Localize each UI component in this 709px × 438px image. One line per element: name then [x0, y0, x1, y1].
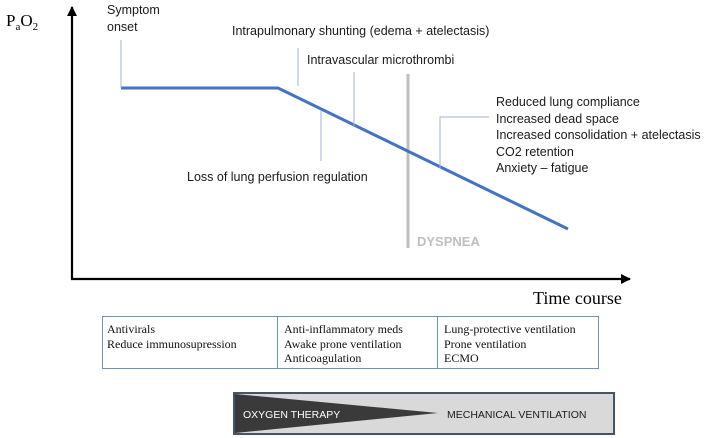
mechanical-ventilation-label: MECHANICAL VENTILATION: [447, 409, 586, 421]
treatment-item: Reduce immunosupression: [107, 336, 237, 351]
symptom-onset-label-1: Symptom: [107, 3, 160, 17]
symptom-onset-label-2: onset: [107, 20, 138, 34]
treatment-item: Prone ventilation: [444, 336, 527, 351]
x-axis-label: Time course: [533, 288, 622, 308]
therapy-bar-wedge: [235, 394, 438, 433]
treatment-item: ECMO: [444, 351, 479, 365]
oxygen-therapy-label: OXYGEN THERAPY: [243, 409, 340, 421]
late-effect-4: CO2 retention: [496, 145, 574, 159]
treatment-item: Lung-protective ventilation: [444, 322, 576, 336]
treatment-box-late: Lung-protective ventilation Prone ventil…: [437, 316, 599, 369]
late-effect-2: Increased dead space: [496, 112, 619, 126]
microthrombi-label: Intravascular microthrombi: [307, 53, 454, 67]
late-effects-pointer: [439, 116, 489, 168]
late-effect-3: Increased consolidation + atelectasis: [496, 128, 701, 142]
treatment-box-early: Antivirals Reduce immunosupression: [102, 316, 278, 369]
treatment-item: Anticoagulation: [284, 351, 362, 365]
treatment-item: Awake prone ventilation: [284, 336, 402, 351]
y-axis-label: PaO2: [6, 11, 38, 33]
pao2-curve: [121, 86, 569, 231]
treatment-box-middle: Anti-inflammatory meds Awake prone venti…: [277, 316, 438, 369]
treatment-item: Anti-inflammatory meds: [284, 322, 403, 336]
dyspnea-label: DYSPNEA: [417, 234, 480, 249]
perfusion-label: Loss of lung perfusion regulation: [187, 170, 368, 184]
late-effect-1: Reduced lung compliance: [496, 95, 640, 109]
late-effect-5: Anxiety – fatigue: [496, 161, 588, 175]
treatment-item: Antivirals: [107, 322, 155, 336]
shunting-label: Intrapulmonary shunting (edema + atelect…: [232, 24, 489, 38]
